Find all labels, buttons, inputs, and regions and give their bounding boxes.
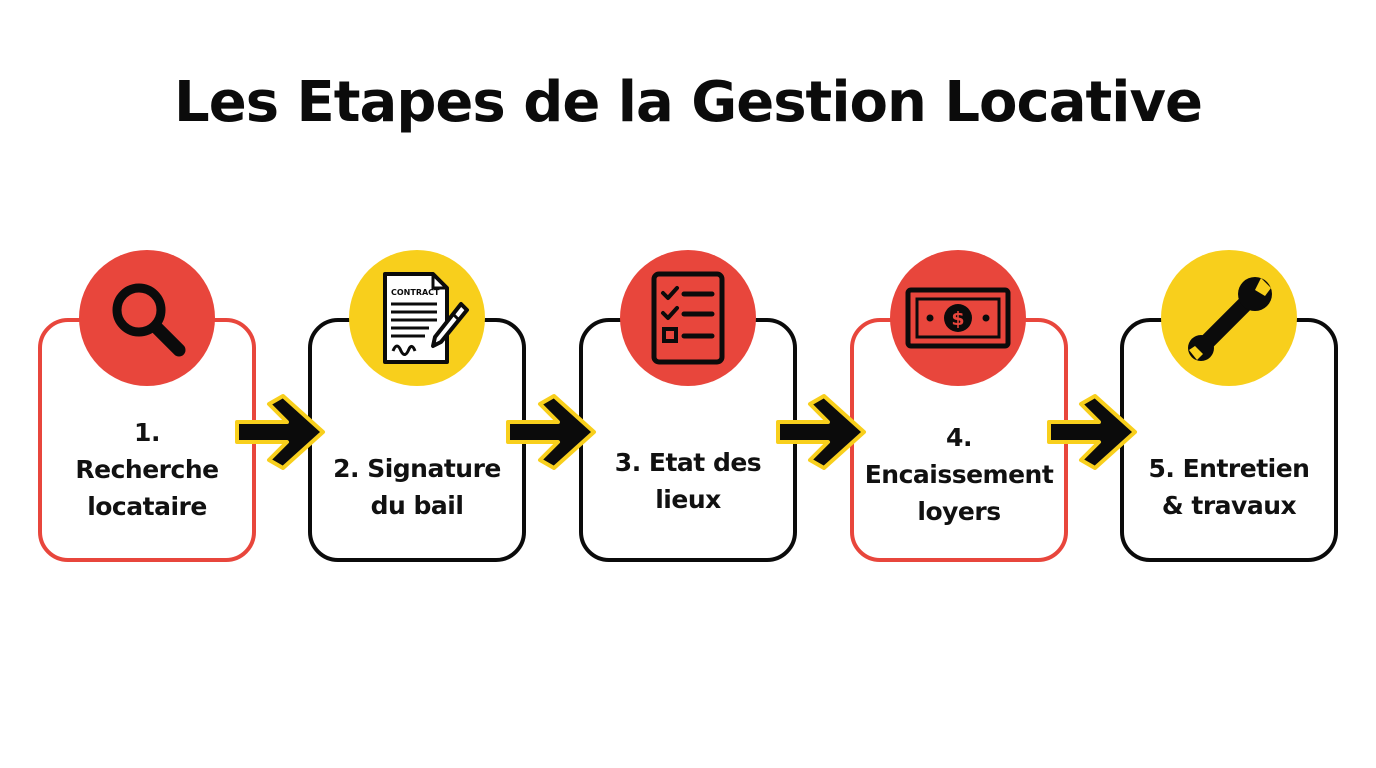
step-icon-circle-5 (1161, 250, 1297, 386)
arrow-right-icon (1047, 394, 1137, 470)
money-bill-icon: $ (905, 287, 1011, 349)
arrow-2-to-3 (502, 392, 602, 472)
arrow-4-to-5 (1043, 392, 1143, 472)
contract-icon: CONTRACT (383, 272, 469, 364)
magnifying-glass-icon (112, 283, 186, 357)
wrench-icon (1188, 277, 1272, 361)
step-icon-circle-1 (79, 250, 215, 386)
step-label-5: 5. Entretien & travaux (1148, 454, 1310, 520)
arrow-right-icon (776, 394, 866, 470)
step-icon-circle-3 (620, 250, 756, 386)
step-label-1: 1. Recherche locataire (75, 418, 219, 521)
checklist-icon (651, 271, 725, 365)
step-icon-circle-2: CONTRACT (349, 250, 485, 386)
diagram-title: Les Etapes de la Gestion Locative (174, 70, 1203, 135)
arrow-1-to-2 (231, 392, 331, 472)
step-label-4: 4. Encaissement loyers (864, 423, 1054, 526)
arrow-3-to-4 (772, 392, 872, 472)
step-icon-circle-4: $ (890, 250, 1026, 386)
arrow-right-icon (235, 394, 325, 470)
step-label-2: 2. Signature du bail (333, 454, 501, 520)
svg-text:$: $ (951, 308, 964, 330)
step-label-3: 3. Etat des lieux (614, 448, 762, 514)
arrow-right-icon (506, 394, 596, 470)
contract-icon-text: CONTRACT (391, 288, 440, 297)
